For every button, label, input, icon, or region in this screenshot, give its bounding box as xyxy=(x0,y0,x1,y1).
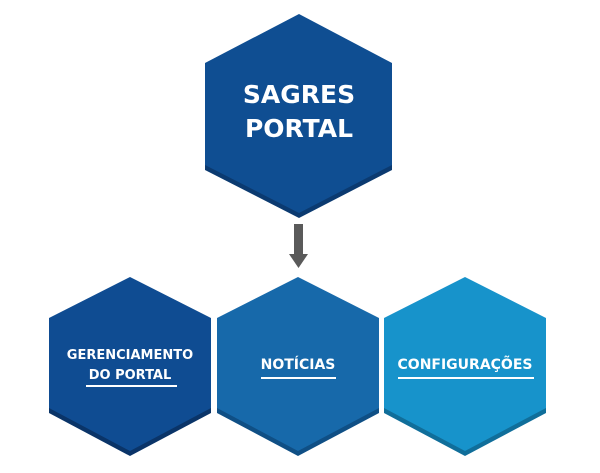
node-noticias-label: NOTÍCIAS xyxy=(261,356,336,373)
underline xyxy=(398,377,534,379)
root-hex xyxy=(205,14,392,213)
node-gerenciamento-do-portal[interactable]: GERENCIAMENTO DO PORTAL xyxy=(49,277,211,456)
underline xyxy=(86,385,177,387)
node-noticias[interactable]: NOTÍCIAS xyxy=(217,277,379,456)
node-configuracoes[interactable]: CONFIGURAÇÕES xyxy=(384,277,546,456)
node-gerenciamento-line1: GERENCIAMENTO xyxy=(67,348,193,363)
down-arrow-icon xyxy=(289,224,308,268)
root-title-line2: PORTAL xyxy=(245,114,353,143)
node-configuracoes-label: CONFIGURAÇÕES xyxy=(398,355,533,373)
root-title-line1: SAGRES xyxy=(243,80,355,109)
node-gerenciamento-line2: DO PORTAL xyxy=(89,368,172,383)
root-node-sagres-portal[interactable]: SAGRES PORTAL xyxy=(205,14,392,218)
underline xyxy=(261,377,336,379)
